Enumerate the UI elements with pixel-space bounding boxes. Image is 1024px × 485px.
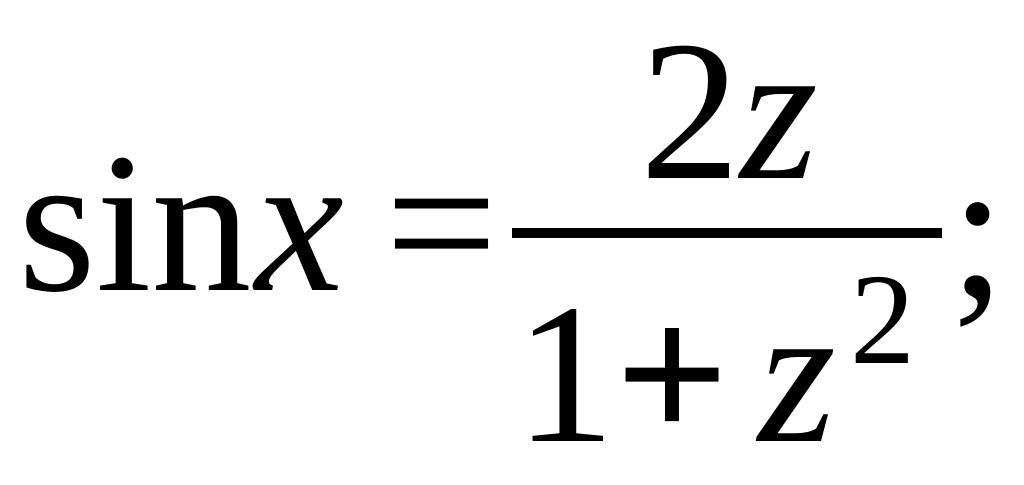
math-formula: sin x = 2z 1 + z 2 ; <box>18 12 1006 475</box>
numerator-coefficient: 2 <box>640 1 740 222</box>
equals-sign: = <box>385 113 498 334</box>
denominator-constant: 1 <box>515 264 615 485</box>
variable-x: x <box>255 113 344 334</box>
numerator-variable: z <box>740 1 818 222</box>
numerator: 2z <box>640 12 818 212</box>
function-name: sin <box>18 113 252 334</box>
fraction-bar <box>512 228 942 238</box>
semicolon: ; <box>950 119 1006 340</box>
denominator-variable: z <box>758 264 836 485</box>
exponent: 2 <box>850 248 915 392</box>
plus-sign: + <box>615 264 729 485</box>
